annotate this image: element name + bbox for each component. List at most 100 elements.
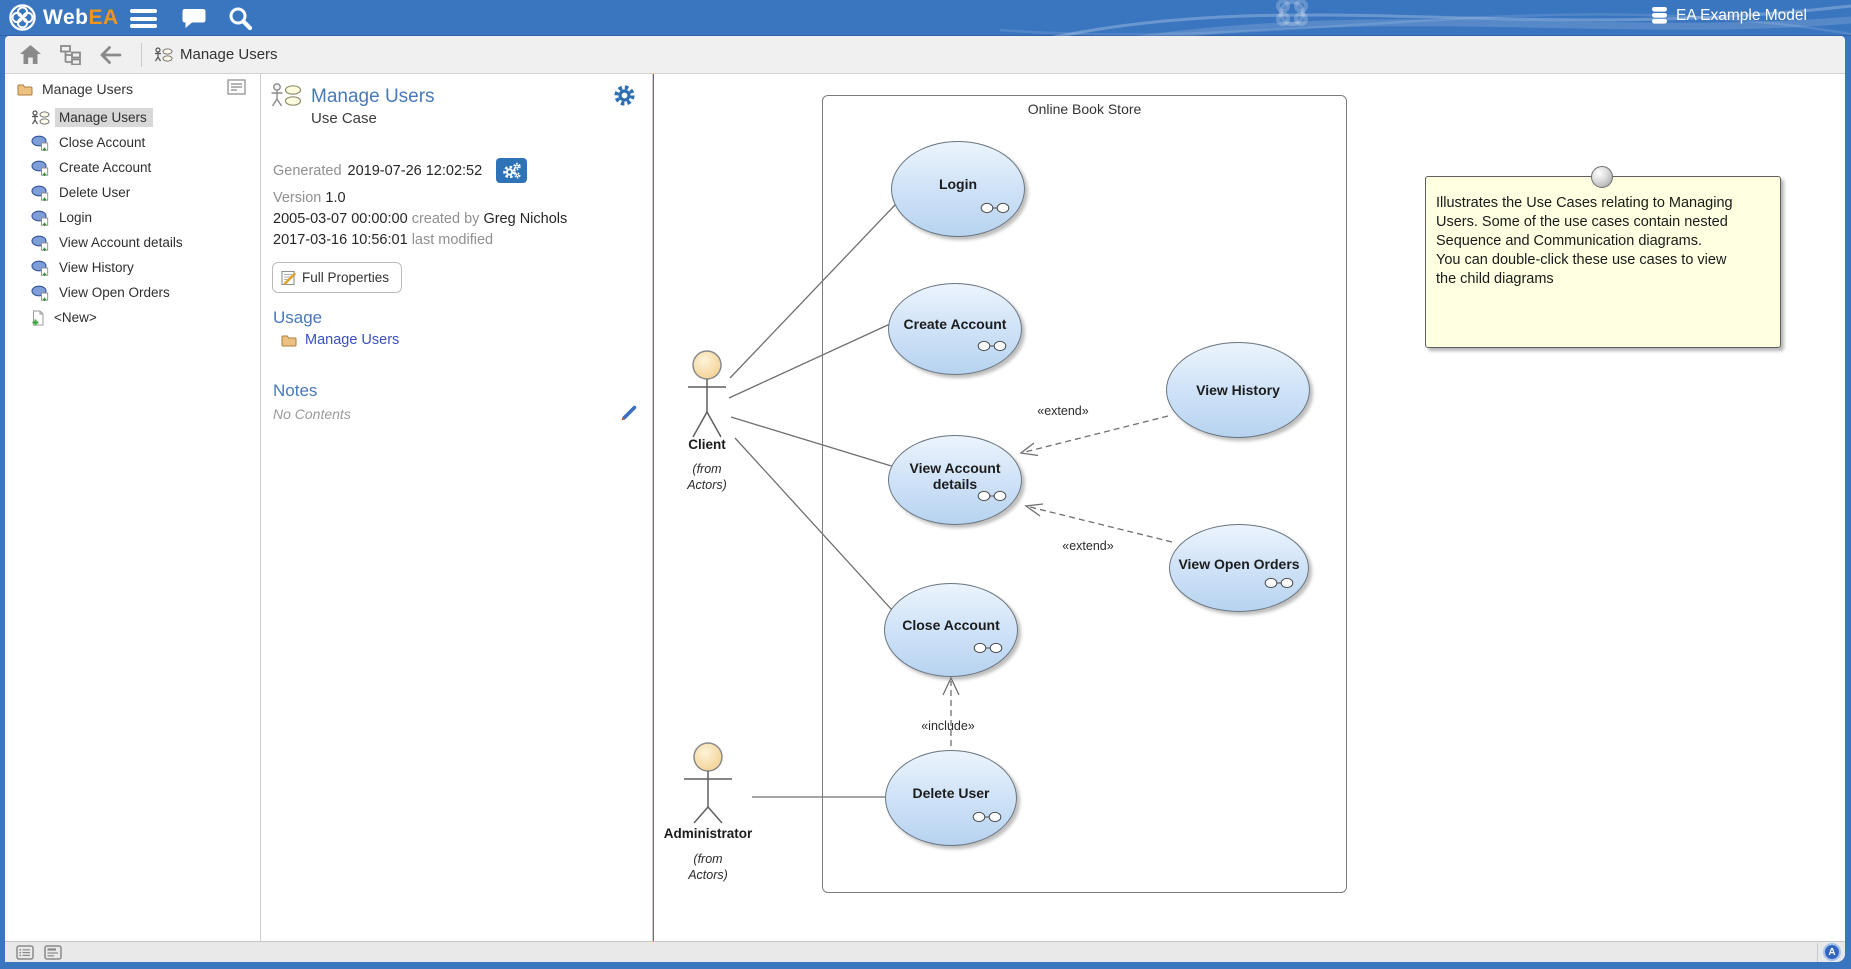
new-element-icon [31,310,45,326]
arrowhead-extend2 [1024,503,1044,517]
properties-panel-toggle[interactable] [227,79,246,100]
generated-row: Generated 2019-07-26 12:02:52 [273,158,528,183]
usecase-login[interactable]: Login [891,141,1025,237]
document-view-icon [44,945,62,960]
sidebar-item-create-account[interactable]: Create Account [5,155,260,180]
assoc-client-create-account [728,323,891,399]
usecase-diagram-icon [154,47,173,63]
boundary-title: Online Book Store [1027,101,1142,117]
back-button[interactable] [93,40,127,70]
navigation-toolbar: Manage Users [5,36,1845,74]
panel-settings-button[interactable] [613,84,636,110]
usage-link[interactable]: Manage Users [305,332,400,348]
statusbar-separator [1817,943,1818,962]
hierarchy-icon [59,45,81,65]
usecase-icon [31,185,50,201]
regenerate-button[interactable] [496,158,528,183]
composite-diagram-icon [972,811,1002,823]
notes-empty-text: No Contents [273,406,351,422]
composite-diagram-icon [977,340,1007,352]
administrator-actor-figure[interactable] [684,742,732,824]
include-label: «include» [921,719,975,733]
sidebar-item-close-account[interactable]: Close Account [5,130,260,155]
browser-sidebar: Manage Users Manage Users Close Account … [5,74,261,941]
client-actor-figure[interactable] [688,350,726,438]
full-properties-button[interactable]: Full Properties [272,262,403,293]
composite-diagram-icon [1264,577,1294,589]
properties-form-icon [281,270,296,285]
brand-logo[interactable]: WebEA [8,3,119,32]
model-tree-button[interactable] [53,40,87,70]
sidebar-item-login[interactable]: Login [5,205,260,230]
actor-client-from-package: Actors) [687,478,727,492]
sidebar-item-new[interactable]: <New> [5,305,260,330]
status-list-view-button[interactable] [16,945,34,963]
actor-administrator-from: (from [693,852,723,866]
usecase-delete-user[interactable]: Delete User [885,750,1017,846]
usage-entry: Manage Users [281,332,399,348]
created-by: Greg Nichols [483,211,568,227]
main-menu-button[interactable] [130,6,162,31]
assoc-client-close-account [734,437,893,611]
generated-value: 2019-07-26 12:02:52 [347,162,483,179]
sidebar-item-view-account-details[interactable]: View Account details [5,230,260,255]
list-view-icon [16,945,34,960]
usecase-icon [31,285,50,301]
page-title[interactable]: Manage Users [311,86,435,107]
actor-administrator-from-package: Actors) [688,868,728,882]
sidebar-item-manage-users-diagram[interactable]: Manage Users [5,105,260,130]
arrowhead-extend1 [1019,442,1039,457]
search-button[interactable] [224,6,256,31]
usecase-icon [31,160,50,176]
status-bar: A [5,941,1845,962]
usecase-close-account[interactable]: Close Account [884,583,1018,677]
actor-client-from: (from [692,462,722,476]
extend-label-top: «extend» [1037,404,1089,418]
usecase-icon [31,135,50,151]
chat-bubble-icon [182,9,205,28]
actor-administrator-name[interactable]: Administrator [663,826,753,841]
model-selector[interactable]: EA Example Model [1651,6,1807,25]
modified-row: 2017-03-16 10:56:01 last modified [273,232,494,248]
sidebar-item-view-history[interactable]: View History [5,255,260,280]
back-arrow-icon [100,45,122,64]
actor-client-name[interactable]: Client [688,437,726,452]
composite-diagram-icon [973,642,1003,654]
usage-heading: Usage [273,308,323,327]
sidebar-package-name[interactable]: Manage Users [42,81,134,97]
created-date: 2005-03-07 00:00:00 [273,211,408,227]
sidebar-item-delete-user[interactable]: Delete User [5,180,260,205]
created-row: 2005-03-07 00:00:00 created by Greg Nich… [273,211,568,227]
properties-panel: Manage Users Use Case Generated 2019-07-… [261,74,653,941]
accessibility-badge[interactable]: A [1823,943,1841,961]
breadcrumb[interactable]: Manage Users [180,46,278,63]
diagram-canvas: Online Book Store Login Create Account V… [654,74,1845,941]
modified-date: 2017-03-16 10:56:01 [273,232,408,248]
element-type: Use Case [311,110,377,127]
usecase-create-account[interactable]: Create Account [888,283,1022,375]
app-header: WebEA EA Example Model [0,0,1851,36]
sidebar-item-view-open-orders[interactable]: View Open Orders [5,280,260,305]
model-name: EA Example Model [1676,6,1807,24]
usecase-view-open-orders[interactable]: View Open Orders [1169,524,1309,612]
search-icon [229,7,253,31]
usecase-icon [31,210,50,226]
usecase-diagram-large-icon [270,82,302,115]
usecase-icon [31,235,50,251]
discussions-button[interactable] [178,6,210,31]
arrowhead-include [942,676,960,696]
panel-icon [227,79,246,95]
header-decoration [999,0,1851,36]
note-pin-icon [1591,166,1613,188]
edit-notes-button[interactable] [619,404,638,426]
home-button[interactable] [13,40,47,70]
sidebar-header: Manage Users [5,76,260,102]
diagram-connectors [684,204,1173,824]
usecase-view-history[interactable]: View History [1166,342,1310,438]
boundary-online-book-store [822,95,1347,893]
usecase-view-account-details[interactable]: View Account details [888,435,1022,525]
assoc-client-login [729,204,896,379]
usecase-diagram-icon [31,110,50,126]
status-notes-view-button[interactable] [44,945,62,963]
